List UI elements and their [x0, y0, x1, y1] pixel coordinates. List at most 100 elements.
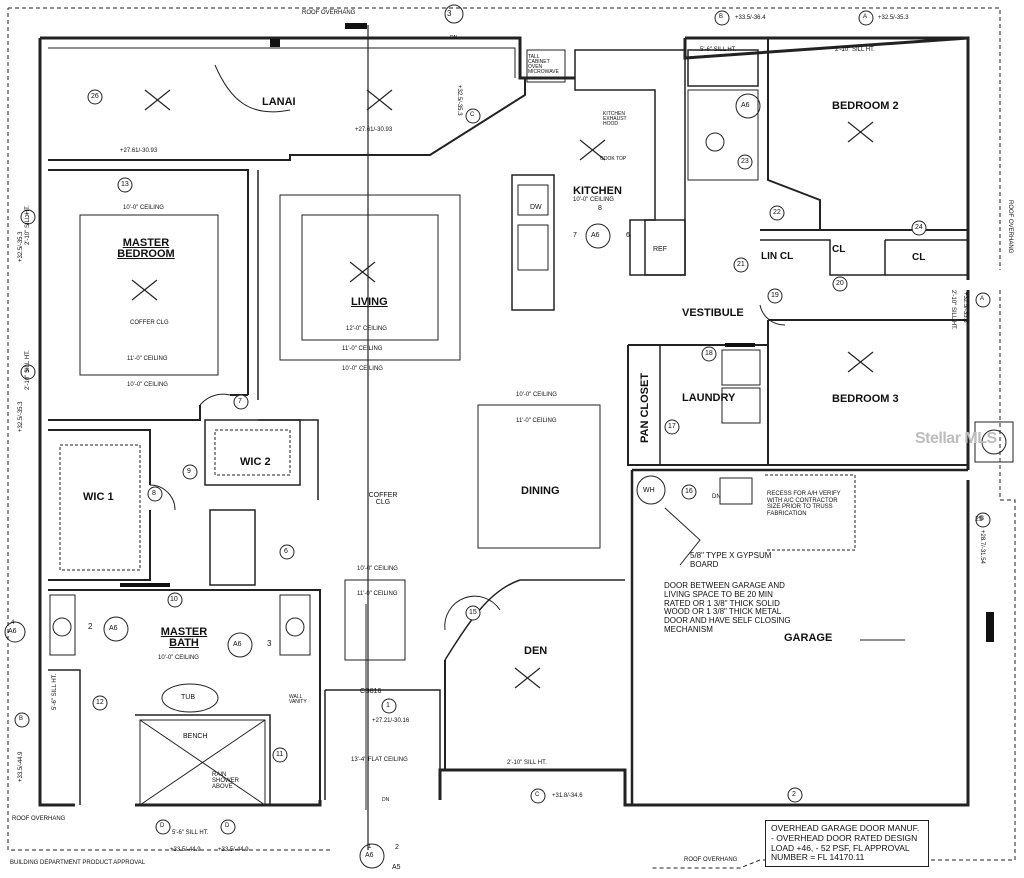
- marker-21: 21: [737, 261, 745, 268]
- recess-note: RECESS FOR A/H VERIFY WITH A/C CONTRACTO…: [767, 491, 841, 517]
- ceiling-flat: 13'-4" FLAT CEILING: [351, 757, 408, 763]
- dn-top: DN: [450, 35, 458, 41]
- ceiling-master-coffer: COFFER CLG: [130, 320, 169, 326]
- marker-20: 20: [836, 280, 844, 287]
- room-lin-cl: LIN CL: [761, 251, 794, 262]
- section-b-right: B: [980, 516, 985, 522]
- marker-22: 22: [773, 209, 781, 216]
- marker-10: 10: [170, 596, 178, 603]
- room-closet-1: CL: [832, 244, 846, 255]
- section-c-bottom: C: [535, 792, 540, 798]
- room-wic-2: WIC 2: [240, 456, 271, 468]
- bottom-a5: A5: [392, 864, 401, 871]
- gypsum-note: 5/8" TYPE X GYPSUM BOARD: [690, 551, 772, 569]
- room-wic-1: WIC 1: [83, 491, 114, 503]
- kitchen-7: 7: [573, 232, 577, 239]
- marker-13: 13: [121, 181, 129, 188]
- room-kitchen: KITCHEN: [573, 185, 622, 197]
- ceiling-living-12: 12'-0" CEILING: [346, 326, 387, 332]
- ceiling-bath: 10'-0" CEILING: [158, 655, 199, 661]
- left-a6: A6: [8, 628, 17, 635]
- bottom-2: 2: [395, 844, 399, 851]
- room-master-bath: MASTER BATH: [160, 626, 208, 649]
- cooktop-label: COOK TOP: [600, 156, 627, 162]
- water-heater-label: WH: [643, 487, 655, 494]
- marker-15: 15: [469, 609, 477, 616]
- kitchen-8: 8: [598, 205, 602, 212]
- lanai-dim-1: +27.61/-30.93: [120, 148, 158, 154]
- room-pan-closet: PAN CLOSET: [639, 372, 651, 443]
- bench-label: BENCH: [183, 733, 208, 740]
- marker-18: 18: [705, 350, 713, 357]
- left-4: 4: [11, 620, 15, 626]
- room-master-bedroom: MASTER BEDROOM: [117, 237, 175, 260]
- marker-2: 2: [88, 622, 93, 631]
- room-living: LIVING: [351, 296, 388, 308]
- kitchen-a6: A6: [591, 232, 600, 239]
- room-closet-2: CL: [912, 252, 926, 263]
- dn-garage: DN: [712, 494, 721, 500]
- left-dim-3: +33.5/-44.9: [18, 751, 24, 782]
- refrigerator-label: REF: [653, 246, 667, 253]
- marker-3: 3: [267, 639, 272, 648]
- tub-label: TUB: [181, 694, 195, 701]
- room-bedroom-3: BEDROOM 3: [832, 393, 899, 405]
- right-dim-1: +32.5/-35.3: [962, 292, 968, 323]
- watermark: Stellar MLS: [915, 430, 997, 447]
- top-dim-1: +33.5/-36.4: [735, 15, 766, 21]
- garage-door-note: DOOR BETWEEN GARAGE AND LIVING SPACE TO …: [664, 581, 791, 634]
- marker-8: 8: [152, 490, 156, 497]
- cb816-label: CB816: [360, 688, 382, 695]
- marker-9: 9: [187, 468, 191, 475]
- section-b-left: B: [19, 716, 24, 722]
- room-bedroom-2: BEDROOM 2: [832, 100, 899, 112]
- rain-shower-label: RAIN SHOWER ABOVE: [212, 772, 239, 790]
- roof-overhang-top: ROOF OVERHANG: [302, 10, 356, 16]
- kitchen-6: 6: [626, 232, 630, 239]
- ceiling-master-10: 10'-0" CEILING: [123, 205, 164, 211]
- room-vestibule: VESTIBULE: [682, 307, 744, 319]
- ceiling-living-11: 11'-0" CEILING: [342, 346, 383, 352]
- ceiling-hall-11: 11'-0" CEILING: [357, 591, 398, 597]
- den-dim: +31.8/-34.6: [552, 793, 583, 799]
- ceiling-living-10: 10'-0" CEILING: [342, 366, 383, 372]
- bottom-a6: A6: [365, 852, 374, 859]
- sill-right: 2'-10" SILL HT.: [950, 290, 956, 330]
- section-c-lanai: C: [470, 112, 475, 118]
- section-d-2: D: [225, 823, 230, 829]
- roof-overhang-bottom: ROOF OVERHANG: [684, 857, 738, 863]
- roof-overhang-left: ROOF OVERHANG: [12, 816, 66, 822]
- ceiling-master-11: 11'-0" CEILING: [127, 356, 168, 362]
- building-dept-note: BUILDING DEPARTMENT PRODUCT APPROVAL: [10, 860, 146, 866]
- section-a-left-2: A: [25, 368, 30, 374]
- ceiling-hall-10: 10'-0" CEILING: [357, 566, 398, 572]
- sill-left-bath: 5'-6" SILL HT.: [52, 673, 58, 710]
- lanai-dim-2: +27.61/-30.93: [355, 127, 393, 133]
- marker-11: 11: [276, 751, 284, 758]
- sill-den: 2'-10" SILL HT.: [507, 760, 547, 766]
- bath-a6-right: A6: [233, 641, 242, 648]
- section-3: 3: [447, 9, 452, 18]
- left-dim-2: +32.5/-35.3: [18, 401, 24, 432]
- roof-overhang-right: ROOF OVERHANG: [1007, 200, 1013, 254]
- right-dim-2: +28.7/-31.54: [979, 530, 985, 564]
- marker-26: 26: [91, 93, 99, 100]
- top-dim-2: +32.5/-35.3: [878, 15, 909, 21]
- bottom-dim-1: +33.5/-44.9: [170, 847, 201, 853]
- marker-17: 17: [668, 423, 676, 430]
- bottom-1: 1: [368, 844, 372, 850]
- ceiling-kitchen: 10'-0" CEILING: [573, 197, 614, 203]
- section-b-top: B: [719, 14, 724, 20]
- entry-dim: +27.21/-30.16: [372, 718, 410, 724]
- ceiling-coffer-clg: COFFER CLG: [368, 492, 398, 506]
- wall-vanity-label: WALL VANITY: [289, 694, 307, 705]
- sill-left-1: 2'-10" SILL HT.: [25, 205, 31, 245]
- ceiling-master-10b: 10'-0" CEILING: [127, 382, 168, 388]
- exhaust-label: KITCHEN EXHAUST HOOD: [603, 111, 627, 127]
- tall-cabinet-label: TALL CABINET OVEN MICROWAVE: [528, 54, 559, 75]
- ceiling-dining-10: 10'-0" CEILING: [516, 392, 557, 398]
- marker-23: 23: [741, 158, 749, 165]
- section-d-1: D: [160, 823, 165, 829]
- room-garage: GARAGE: [784, 632, 833, 644]
